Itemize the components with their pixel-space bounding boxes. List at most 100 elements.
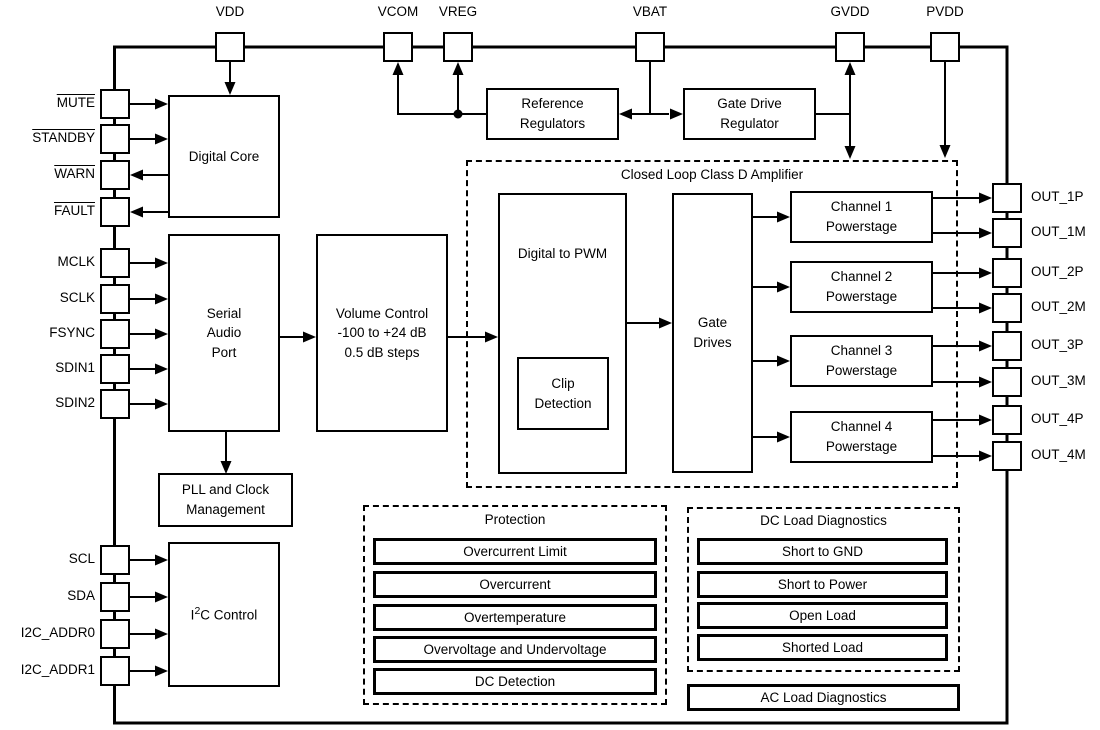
pin-sda — [100, 582, 130, 612]
i2c-superscript: 2 — [194, 604, 201, 617]
pin-standby — [100, 124, 130, 154]
pin-label-out-2p: OUT_2P — [1031, 264, 1084, 279]
pin-mute — [100, 89, 130, 119]
signal-wires — [220, 211, 790, 474]
pin-label-out-2m: OUT_2M — [1031, 299, 1086, 314]
pin-warn — [100, 160, 130, 190]
pin-label-vbat: VBAT — [632, 4, 668, 19]
pin-label-fsync: FSYNC — [49, 325, 95, 340]
block-clip-detection: Clip Detection — [517, 357, 609, 430]
pin-sdin1 — [100, 354, 130, 384]
pin-scl — [100, 545, 130, 575]
block-channel-1-powerstage: Channel 1 Powerstage — [790, 191, 933, 243]
pin-fault — [100, 197, 130, 227]
class-d-group-title: Closed Loop Class D Amplifier — [620, 167, 804, 182]
block-label: Volume Control — [335, 305, 429, 321]
pin-sclk — [100, 284, 130, 314]
pin-label-sclk: SCLK — [59, 290, 95, 305]
block-channel-2-powerstage: Channel 2 Powerstage — [790, 261, 933, 313]
dc-load-diagnostics-group-box — [687, 507, 960, 672]
block-label: Gate Drive — [717, 96, 782, 112]
pin-label-i2c-addr0: I2C_ADDR0 — [20, 625, 95, 640]
block-label: Reference — [521, 96, 584, 112]
dc-diag-item-open-load: Open Load — [697, 602, 948, 629]
block-channel-3-powerstage: Channel 3 Powerstage — [790, 335, 933, 387]
block-label: Port — [211, 344, 237, 360]
block-label: Channel 1 — [830, 199, 893, 215]
dc-diag-item-short-to-power: Short to Power — [697, 571, 948, 598]
block-reference-regulators: Reference Regulators — [486, 88, 619, 140]
block-volume-control: Volume Control -100 to +24 dB 0.5 dB ste… — [316, 234, 448, 432]
pin-label-pvdd: PVDD — [926, 4, 964, 19]
block-ac-load-diagnostics: AC Load Diagnostics — [687, 684, 960, 711]
block-gate-drives: Gate Drives — [672, 193, 753, 473]
block-label: I2C Control — [191, 604, 258, 625]
pin-i2c-addr1 — [100, 656, 130, 686]
protection-group-box — [363, 505, 667, 705]
pin-vcom — [383, 32, 413, 62]
closed-loop-class-d-group-box — [466, 160, 958, 488]
pin-label-fault: FAULT — [53, 203, 95, 218]
pin-out-3m — [992, 367, 1022, 397]
pin-out-4p — [992, 405, 1022, 435]
block-label: Powerstage — [825, 219, 898, 234]
junction-dot — [453, 109, 463, 119]
pin-out-1m — [992, 218, 1022, 248]
block-serial-audio-port: Serial Audio Port — [168, 234, 280, 432]
block-pll-clock-management: PLL and Clock Management — [158, 473, 293, 527]
pin-label-mute: MUTE — [56, 95, 95, 110]
left-pin-wires — [130, 98, 168, 677]
pin-fsync — [100, 319, 130, 349]
pin-vbat — [635, 32, 665, 62]
dc-diag-item-shorted-load: Shorted Load — [697, 634, 948, 661]
protection-group-title: Protection — [484, 512, 546, 527]
pin-out-1p — [992, 183, 1022, 213]
block-label: Detection — [534, 395, 592, 411]
pin-gvdd — [835, 32, 865, 62]
block-label: Management — [186, 502, 265, 517]
block-label: -100 to +24 dB — [337, 325, 427, 341]
i2c-prefix: I — [190, 607, 195, 623]
output-wires — [933, 192, 992, 462]
dc-diag-item-short-to-gnd: Short to GND — [697, 538, 948, 565]
block-label: Clip — [551, 375, 575, 391]
pin-label-vreg: VREG — [438, 4, 478, 19]
pin-sdin2 — [100, 389, 130, 419]
block-label: Regulators — [519, 116, 586, 131]
block-label: Regulator — [720, 116, 779, 131]
pin-i2c-addr0 — [100, 619, 130, 649]
pin-label-mclk: MCLK — [57, 254, 95, 269]
protection-item-overtemperature: Overtemperature — [373, 604, 657, 631]
i2c-suffix: C Control — [200, 607, 258, 623]
protection-item-overcurrent: Overcurrent — [373, 571, 657, 598]
dc-load-diagnostics-title: DC Load Diagnostics — [760, 513, 887, 528]
pin-vreg — [443, 32, 473, 62]
pin-label-sdin1: SDIN1 — [55, 360, 95, 375]
pin-label-sdin2: SDIN2 — [55, 395, 95, 410]
pin-label-out-3p: OUT_3P — [1031, 337, 1084, 352]
pin-pvdd — [930, 32, 960, 62]
block-gate-drive-regulator: Gate Drive Regulator — [683, 88, 816, 140]
protection-item-overvoltage-undervoltage: Overvoltage and Undervoltage — [373, 636, 657, 663]
pin-label-out-4m: OUT_4M — [1031, 447, 1086, 462]
block-label: Powerstage — [825, 439, 898, 454]
pin-label-out-4p: OUT_4P — [1031, 411, 1084, 426]
pin-out-2p — [992, 258, 1022, 288]
block-channel-4-powerstage: Channel 4 Powerstage — [790, 411, 933, 463]
block-label: Powerstage — [825, 363, 898, 378]
block-label: Serial — [206, 305, 242, 321]
pin-out-2m — [992, 293, 1022, 323]
pin-mclk — [100, 248, 130, 278]
block-label: Channel 4 — [830, 419, 893, 435]
power-wires — [224, 62, 951, 159]
pin-label-out-3m: OUT_3M — [1031, 373, 1086, 388]
block-label: 0.5 dB steps — [344, 344, 420, 360]
block-i2c-control: I2C Control — [168, 542, 280, 687]
pin-label-i2c-addr1: I2C_ADDR1 — [20, 662, 95, 677]
block-label: Channel 3 — [830, 343, 893, 359]
block-label: Digital Core — [188, 148, 260, 164]
block-label: Powerstage — [825, 289, 898, 304]
pin-out-3p — [992, 331, 1022, 361]
pin-label-gvdd: GVDD — [830, 4, 870, 19]
